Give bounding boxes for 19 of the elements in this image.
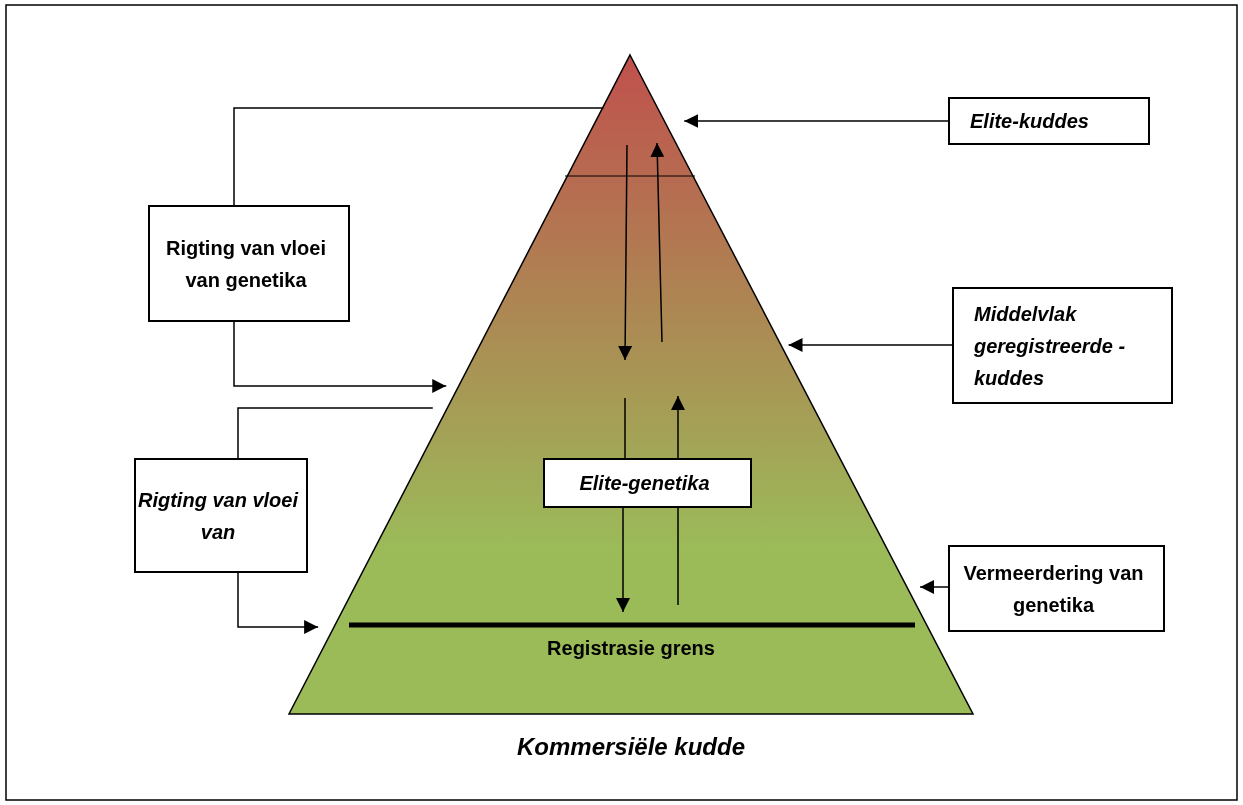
boundary-label: Registrasie grens — [546, 636, 716, 661]
connector-line — [237, 407, 434, 459]
base-caption: Kommersiële kudde — [515, 732, 747, 762]
arrow — [233, 321, 447, 393]
level-label: Vermeerdering van genetika — [962, 560, 1145, 618]
connector-line — [233, 107, 605, 206]
level-label: Middelvlak geregistreerde -kuddes — [974, 301, 1127, 391]
arrow — [787, 338, 953, 352]
arrow — [616, 507, 630, 613]
flow-label: Rigting van vloei van genetika — [165, 235, 327, 293]
flow-label: Rigting van vloei van — [137, 487, 300, 545]
genetics-label: Elite-genetika — [578, 471, 711, 496]
level-label: Elite-kuddes — [970, 109, 1090, 134]
arrow — [919, 580, 949, 594]
connector-line — [677, 507, 679, 606]
arrow — [671, 395, 685, 459]
arrow — [683, 114, 949, 128]
connector-line — [624, 397, 626, 459]
arrow — [237, 572, 319, 634]
